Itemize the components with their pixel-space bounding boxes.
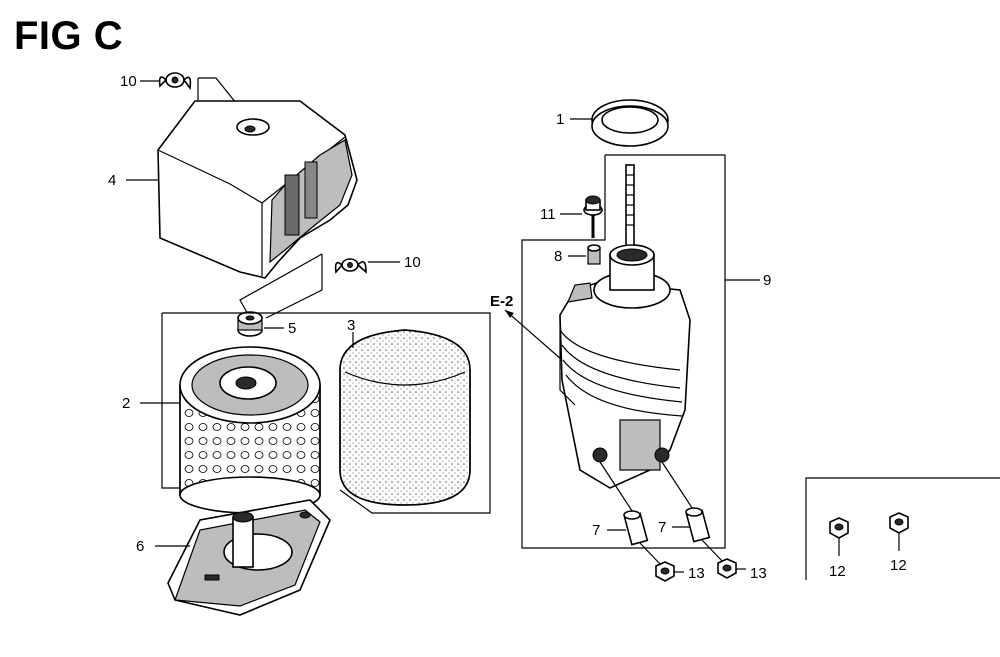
callout-6: 6 [136,538,144,555]
air-cleaner-base-part [167,499,331,616]
bracket-3 [162,312,491,514]
elbow-case-part [559,244,691,489]
wing-nut-top-part [158,72,192,91]
wing-nut-middle-part [334,258,367,274]
callout-8: 8 [554,248,562,265]
callout-5: 5 [288,320,296,337]
callout-2: 2 [122,395,130,412]
figure-title: FIG C [14,14,124,58]
callout-4: 4 [108,172,116,189]
nut-13a-part [655,561,675,582]
inset-frame [805,477,1000,580]
callout-1: 1 [556,111,564,128]
callout-13b: 13 [750,565,767,582]
callout-7a: 7 [592,522,600,539]
callout-12a: 12 [829,563,846,580]
callout-11: 11 [540,206,556,223]
collar-part [587,244,601,265]
air-cleaner-cover-part [157,100,358,279]
grommet-part [237,311,263,337]
callout-9: 9 [763,272,771,289]
nut-12a-part [829,517,849,539]
gasket-part [591,99,669,147]
callout-3: 3 [347,317,355,334]
callout-7b: 7 [658,519,666,536]
callout-10a: 10 [120,73,137,90]
collar-7b-part [685,507,711,543]
reference-e2: E-2 [490,293,513,310]
foam-element-part [339,329,471,506]
callout-10b: 10 [404,254,421,271]
leader-e2 [504,309,563,361]
callout-12b: 12 [890,557,907,574]
nut-13b-part [717,558,737,579]
bolt-part [583,195,603,238]
collar-7a-part [623,510,649,546]
paper-element-part [179,346,321,514]
callout-13a: 13 [688,565,705,582]
nut-12b-part [889,512,909,534]
bracket-9 [521,154,726,549]
